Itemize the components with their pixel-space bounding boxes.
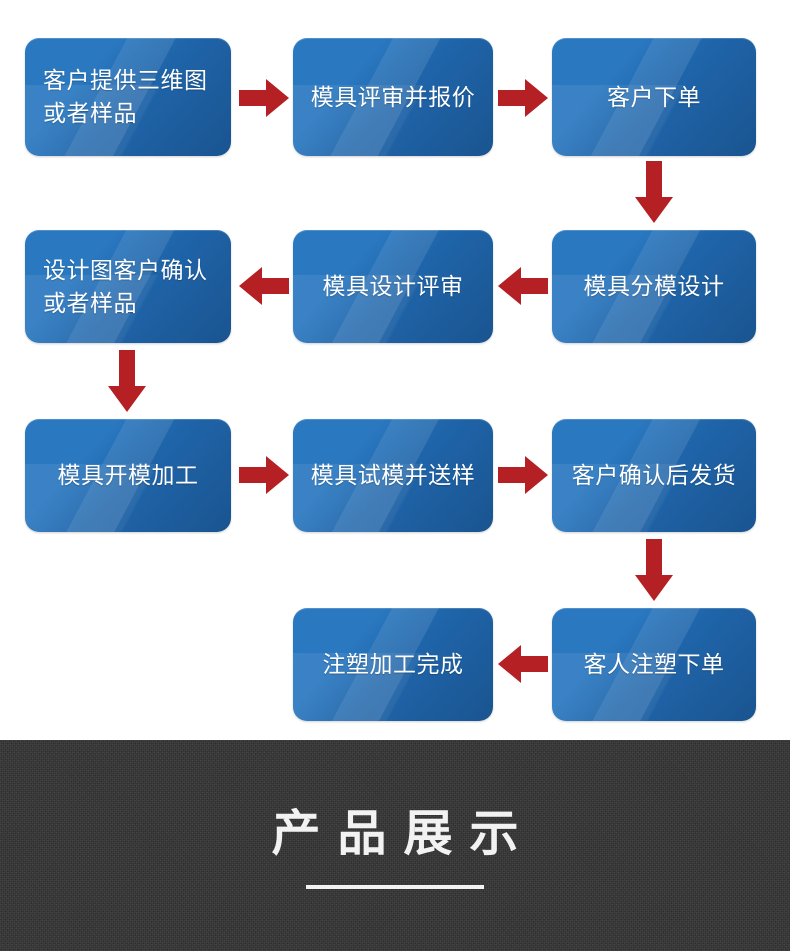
arrow-right-icon (498, 454, 548, 496)
flow-node-label: 设计图客户确认 或者样品 (43, 256, 208, 316)
flow-node-label: 模具分模设计 (583, 273, 725, 300)
flow-node-n10[interactable]: 注塑加工完成 (293, 608, 493, 721)
process-flowchart: 客户提供三维图 或者样品 模具评审并报价 客户下单 设计图客户确认 或者样品 模… (25, 38, 756, 721)
arrow-down-icon (633, 539, 675, 603)
flow-node-n3[interactable]: 客户下单 (552, 38, 756, 156)
banner-title: 产品展示 (271, 807, 536, 861)
flow-node-label: 模具试模并送样 (310, 462, 476, 489)
flow-node-label: 模具设计评审 (322, 273, 464, 300)
arrow-left-icon (239, 265, 289, 307)
arrow-down-icon (633, 161, 675, 225)
flow-node-label: 客户下单 (607, 83, 701, 110)
arrow-right-icon (498, 77, 548, 119)
flow-node-n4[interactable]: 设计图客户确认 或者样品 (25, 230, 231, 343)
flow-node-n9[interactable]: 客户确认后发货 (552, 419, 756, 532)
flow-node-n2[interactable]: 模具评审并报价 (293, 38, 493, 156)
product-showcase-banner: 产品展示 (0, 740, 790, 951)
arrow-left-icon (498, 643, 548, 685)
flow-node-label: 模具开模加工 (57, 462, 199, 489)
flow-node-n5[interactable]: 模具设计评审 (293, 230, 493, 343)
flow-node-label: 客户确认后发货 (571, 462, 737, 489)
flow-node-n11[interactable]: 客人注塑下单 (552, 608, 756, 721)
flow-node-label: 模具评审并报价 (310, 83, 476, 110)
flow-node-n7[interactable]: 模具开模加工 (25, 419, 231, 532)
flow-node-label: 注塑加工完成 (322, 651, 464, 678)
flow-node-n8[interactable]: 模具试模并送样 (293, 419, 493, 532)
flow-node-n1[interactable]: 客户提供三维图 或者样品 (25, 38, 231, 156)
arrow-right-icon (239, 454, 289, 496)
banner-underline-rule (306, 885, 484, 889)
flow-node-label: 客人注塑下单 (583, 651, 725, 678)
flow-node-n6[interactable]: 模具分模设计 (552, 230, 756, 343)
arrow-left-icon (498, 265, 548, 307)
flow-node-label: 客户提供三维图 或者样品 (43, 67, 208, 126)
arrow-right-icon (239, 77, 289, 119)
arrow-down-icon (106, 350, 148, 414)
